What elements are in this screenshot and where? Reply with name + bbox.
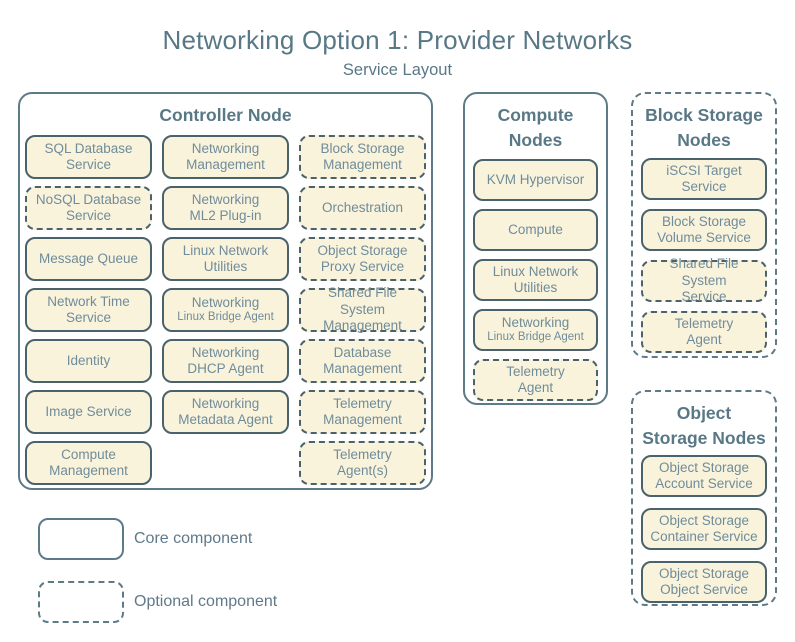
service-label: Shared File System Service	[669, 256, 739, 305]
service-box: Database Management	[299, 339, 426, 383]
service-box: Networking ML2 Plug-in	[162, 186, 289, 230]
legend-item-optional: Optional component	[38, 581, 277, 623]
service-sublabel: Linux Bridge Agent	[487, 331, 584, 344]
service-label: Compute Management	[49, 446, 128, 478]
service-label: Shared File System Management	[323, 285, 402, 334]
group-title-object-storage-nodes: Object Storage Nodes	[642, 403, 766, 449]
service-label: Linux Network Utilities	[492, 263, 579, 295]
service-box: Networking Management	[162, 135, 289, 179]
service-box: Linux Network Utilities	[473, 259, 598, 301]
service-box: iSCSI Target Service	[641, 158, 767, 200]
service-label: KVM Hypervisor	[486, 171, 585, 187]
service-box: Networking Metadata Agent	[162, 390, 289, 434]
service-box: Compute Management	[25, 441, 152, 485]
service-box: NoSQL Database Service	[25, 186, 152, 230]
service-grid-object-storage-nodes: Object Storage Account Service Object St…	[641, 455, 767, 603]
service-label: Object Storage Container Service	[650, 512, 758, 544]
service-label: Block Storage Volume Service	[657, 213, 751, 245]
service-box: Networking Linux Bridge Agent	[473, 309, 598, 351]
service-label: Telemetry Agent	[506, 363, 565, 395]
service-label: Telemetry Agent(s)	[333, 446, 392, 478]
service-label: Networking Metadata Agent	[178, 395, 273, 427]
service-box: SQL Database Service	[25, 135, 152, 179]
service-box: Object Storage Object Service	[641, 561, 767, 603]
service-box: Orchestration	[299, 186, 426, 230]
service-label: Block Storage Management	[320, 140, 405, 172]
core-component-swatch	[38, 518, 124, 560]
page-subtitle: Service Layout	[342, 61, 453, 79]
service-label: Object Storage Proxy Service	[317, 242, 408, 274]
service-label: NoSQL Database Service	[35, 191, 142, 223]
service-box: Network Time Service	[25, 288, 152, 332]
service-label: Networking ML2 Plug-in	[189, 191, 262, 223]
service-label: SQL Database Service	[44, 140, 133, 172]
service-label: Orchestration	[321, 199, 404, 215]
service-label: Networking Management	[186, 140, 265, 172]
legend-label-optional: Optional component	[134, 593, 278, 610]
service-box: Shared File System Management	[299, 285, 426, 334]
service-label: Compute	[508, 221, 563, 237]
group-title-compute-nodes: Compute Nodes	[497, 105, 574, 151]
service-grid-controller-node: SQL Database Service Networking Manageme…	[25, 135, 426, 485]
service-label: Identity	[66, 352, 111, 368]
service-sublabel: Linux Bridge Agent	[177, 311, 274, 324]
group-controller-node: Controller Node SQL Database Service Net…	[18, 92, 433, 490]
optional-component-swatch	[38, 581, 124, 623]
service-box: Telemetry Agent	[641, 311, 767, 353]
service-label: Telemetry Agent	[674, 315, 734, 347]
service-box: Shared File System Service	[641, 256, 767, 304]
service-box: Networking DHCP Agent	[162, 339, 289, 383]
service-box: Telemetry Agent(s)	[299, 441, 426, 485]
service-label: iSCSI Target Service	[666, 162, 742, 194]
service-label: Networking	[191, 294, 260, 310]
service-grid-compute-nodes: KVM Hypervisor Compute Linux Network Uti…	[473, 159, 598, 401]
group-object-storage-nodes: Object Storage Nodes Object Storage Acco…	[631, 390, 777, 606]
service-box: Block Storage Management	[299, 135, 426, 179]
service-box: Image Service	[25, 390, 152, 434]
page-title: Networking Option 1: Provider Networks	[162, 25, 633, 55]
service-label: Networking	[501, 314, 570, 330]
service-box: Identity	[25, 339, 152, 383]
service-label: Network Time Service	[47, 293, 130, 325]
service-label: Object Storage Object Service	[658, 565, 750, 597]
service-box: Linux Network Utilities	[162, 237, 289, 281]
service-grid-block-storage-nodes: iSCSI Target Service Block Storage Volum…	[641, 158, 767, 353]
service-box: Compute	[473, 209, 598, 251]
service-label: Image Service	[45, 403, 132, 419]
service-box: Object Storage Container Service	[641, 508, 767, 550]
service-label: Object Storage Account Service	[655, 459, 753, 491]
legend-label-core: Core component	[134, 530, 253, 547]
service-box: Telemetry Management	[299, 390, 426, 434]
service-box: KVM Hypervisor	[473, 159, 598, 201]
service-box: Message Queue	[25, 237, 152, 281]
group-block-storage-nodes: Block Storage Nodes iSCSI Target Service…	[631, 92, 777, 358]
group-title-block-storage-nodes: Block Storage Nodes	[645, 105, 763, 151]
service-label: Message Queue	[38, 250, 139, 266]
service-box: Block Storage Volume Service	[641, 209, 767, 251]
legend-item-core: Core component	[38, 518, 252, 560]
service-label: Linux Network Utilities	[182, 242, 269, 274]
service-label: Networking DHCP Agent	[187, 344, 264, 376]
service-box: Telemetry Agent	[473, 359, 598, 401]
diagram-header: Networking Option 1: Provider Networks S…	[0, 25, 795, 80]
group-title-controller-node: Controller Node	[159, 105, 292, 125]
service-box: Object Storage Proxy Service	[299, 237, 426, 281]
service-box: Networking Linux Bridge Agent	[162, 288, 289, 332]
service-label: Database Management	[323, 344, 402, 376]
service-label: Telemetry Management	[323, 395, 402, 427]
group-compute-nodes: Compute Nodes KVM Hypervisor Compute Lin…	[463, 92, 608, 405]
service-box: Object Storage Account Service	[641, 455, 767, 497]
